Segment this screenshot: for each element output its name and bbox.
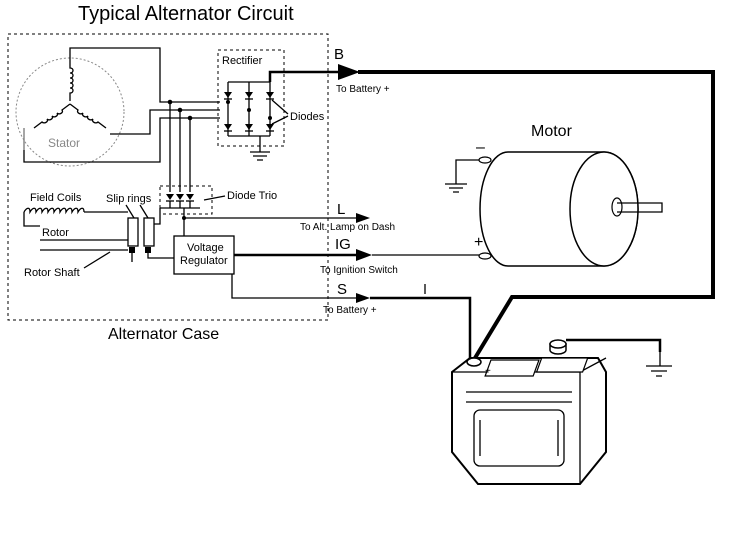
stator-lead-1: [69, 47, 220, 103]
terminal-l-desc: To Alt. Lamp on Dash: [300, 222, 395, 233]
motor-ground-icon: [445, 159, 479, 193]
junction-dot: [268, 116, 272, 120]
slip-rings-label: Slip rings: [106, 193, 152, 205]
diode: [224, 124, 232, 132]
motor-shaft: [617, 202, 663, 213]
motor-plus-label: +: [474, 234, 483, 251]
motor: Motor – +: [445, 123, 663, 267]
rectifier-outline: [217, 49, 285, 147]
motor-positive-terminal: [478, 252, 492, 260]
stator-winding-left: [33, 103, 71, 129]
slip-ring-1: [127, 217, 139, 247]
battery: +: [451, 338, 672, 485]
diode: [245, 92, 253, 100]
voltage-regulator: [173, 235, 235, 275]
diode: [266, 124, 274, 132]
diode-trio-to-slip-ring: [154, 208, 161, 225]
motor-end-cap: [569, 151, 639, 267]
s-terminal-arrow: [356, 293, 370, 303]
battery-body: [451, 357, 607, 485]
battery-ground-icon: [646, 352, 672, 377]
brush-leads: [131, 253, 174, 262]
terminal-l-letter: L: [337, 201, 345, 218]
battery-positive-post: [466, 357, 482, 367]
terminal-ig-desc: To Ignition Switch: [320, 265, 398, 276]
slip-rings-pointer: [125, 204, 149, 219]
diode: [166, 194, 174, 202]
stator-winding-right: [69, 103, 107, 129]
l-terminal-arrow: [356, 213, 370, 223]
battery-panel-marks: [479, 420, 559, 456]
stator: Stator: [15, 57, 125, 167]
diode-trio-diodes: [160, 194, 200, 209]
diode: [224, 92, 232, 100]
slip-ring-2: [143, 217, 155, 247]
b-terminal-wire: [268, 70, 340, 82]
diode: [245, 124, 253, 132]
rotor-shaft-pointer: [83, 251, 111, 269]
stator-outline: [15, 57, 125, 167]
terminal-b-letter: B: [334, 46, 344, 63]
rotor-label: Rotor: [42, 227, 69, 239]
rectifier-ground-icon: [250, 136, 270, 161]
voltage-regulator-label-2: Regulator: [180, 255, 228, 267]
diode-trio-output-bus: [160, 201, 200, 209]
battery-cap-2: [535, 357, 589, 373]
battery-positive-cable: [358, 70, 715, 360]
stator-lead-2: [110, 109, 220, 135]
motor-minus-label: –: [476, 139, 485, 156]
alternator-case-outline: [7, 33, 329, 321]
diode: [186, 194, 194, 202]
ig-terminal-arrow: [356, 249, 372, 261]
brush-2: [145, 247, 151, 253]
b-terminal-arrow: [338, 64, 360, 80]
motor-negative-terminal: [478, 156, 492, 164]
junction-dot: [226, 100, 230, 104]
diode-trio-pointer: [203, 195, 226, 201]
diode-trio-outline: [159, 185, 213, 215]
terminal-ig-letter: IG: [335, 236, 351, 253]
diode: [266, 92, 274, 100]
diode-trio-feeds: [169, 102, 191, 192]
diodes-pointer: [271, 99, 289, 125]
diagram-title: Typical Alternator Circuit: [78, 3, 294, 25]
battery-positive-mark: +: [485, 366, 491, 377]
battery-cap-1: [484, 359, 540, 377]
diode: [176, 194, 184, 202]
battery-negative-cable: [566, 338, 662, 352]
diodes-label: Diodes: [290, 111, 325, 123]
battery-rib-lines: [466, 391, 572, 403]
motor-shaft-hub: [611, 197, 623, 217]
s-wire-to-battery: [370, 296, 472, 358]
rectifier-label: Rectifier: [222, 55, 263, 67]
field-coil-lead-left: [23, 212, 40, 227]
battery-label-panel: [473, 409, 565, 467]
stator-winding-top: [69, 60, 74, 101]
diode-trio-label: Diode Trio: [227, 190, 277, 202]
junction-dot: [247, 108, 251, 112]
terminal-b-desc: To Battery +: [336, 84, 390, 95]
s-terminal-wire: [231, 274, 356, 299]
rotor-shaft-label: Rotor Shaft: [24, 267, 80, 279]
terminal-s-desc: To Battery +: [323, 305, 377, 316]
field-coils-label: Field Coils: [30, 192, 82, 204]
alternator-case-label: Alternator Case: [108, 326, 219, 343]
battery-negative-post-top: [549, 339, 567, 349]
voltage-regulator-label-1: Voltage: [187, 242, 224, 254]
field-coil-icon: [23, 207, 85, 215]
motor-label: Motor: [531, 123, 573, 140]
stator-label: Stator: [48, 136, 80, 150]
rectifier-diodes: [224, 81, 274, 137]
terminal-s-letter: S: [337, 281, 347, 298]
brush-1: [129, 247, 135, 253]
rectifier-bus-lines: [227, 81, 271, 137]
